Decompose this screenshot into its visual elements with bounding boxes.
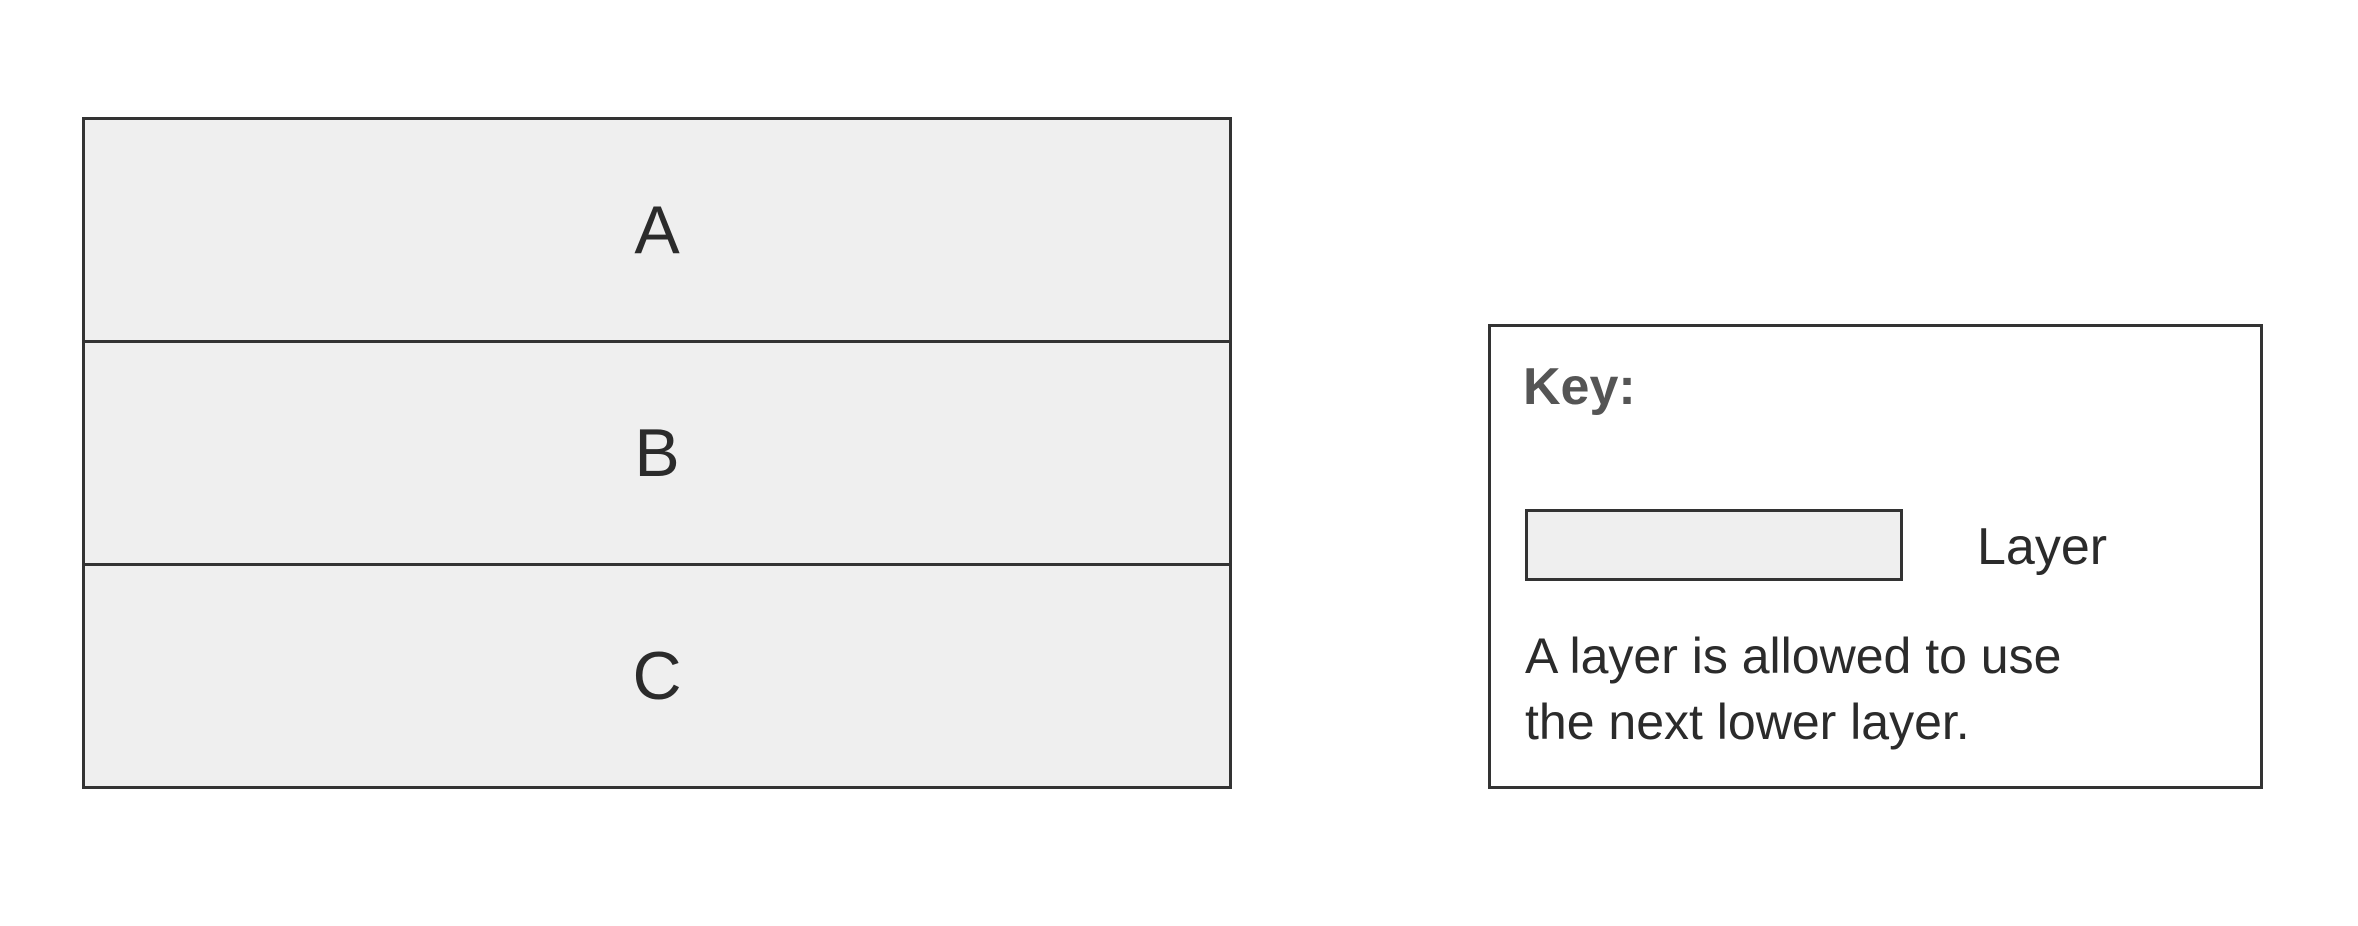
layer-c: C [85, 563, 1229, 786]
layer-stack-diagram: A B C [82, 117, 1232, 789]
layer-swatch-label: Layer [1977, 518, 2108, 576]
key-description: A layer is allowed to use the next lower… [1525, 623, 2225, 755]
layer-a-label: A [634, 192, 680, 268]
layer-a: A [85, 120, 1229, 340]
layer-b: B [85, 340, 1229, 563]
key-description-line-2: the next lower layer. [1525, 694, 1970, 750]
key-description-line-1: A layer is allowed to use [1525, 628, 2062, 684]
layer-swatch [1525, 509, 1903, 581]
layer-c-label: C [632, 638, 682, 714]
layer-b-label: B [634, 415, 680, 491]
key-title: Key: [1523, 358, 1636, 416]
key-legend: Key: Layer A layer is allowed to use the… [1488, 324, 2263, 789]
